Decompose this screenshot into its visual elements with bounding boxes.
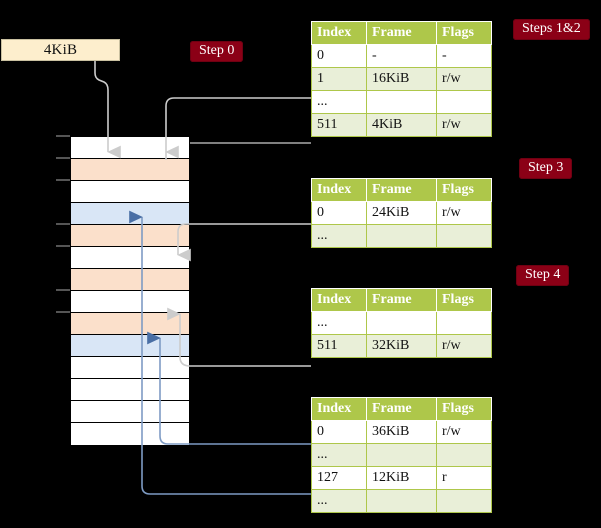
cell-flags: r (436, 466, 492, 490)
cell-flags: r/w (436, 334, 492, 358)
memory-frame-row (71, 423, 189, 445)
table-row: ... (311, 443, 492, 467)
table-row: ... (311, 90, 492, 114)
tick-mark (56, 311, 70, 313)
cell-index: 1 (311, 67, 367, 91)
column-header-flags: Flags (436, 288, 492, 312)
table-row: ... (311, 311, 492, 335)
cell-flags: r/w (436, 67, 492, 91)
column-header-flags: Flags (436, 178, 492, 202)
column-header-index: Index (311, 288, 367, 312)
cell-index: 0 (311, 44, 367, 68)
memory-frame-row (71, 401, 189, 423)
badge-steps-1-2: Steps 1&2 (513, 19, 590, 40)
cell-index: ... (311, 90, 367, 114)
cell-index: 511 (311, 334, 367, 358)
cell-frame: 24KiB (366, 201, 437, 225)
memory-frame-row (71, 269, 189, 291)
cell-index: 127 (311, 466, 367, 490)
wire-step4 (167, 307, 311, 367)
column-header-index: Index (311, 21, 367, 45)
cell-frame (366, 90, 437, 114)
cell-frame (366, 489, 437, 513)
cell-index: ... (311, 443, 367, 467)
cell-index: ... (311, 224, 367, 248)
cell-index: ... (311, 311, 367, 335)
memory-frame-row (71, 357, 189, 379)
cell-flags: - (436, 44, 492, 68)
cell-frame: 32KiB (366, 334, 437, 358)
tick-mark (56, 157, 70, 159)
tick-mark (56, 223, 70, 225)
cell-flags (436, 90, 492, 114)
table-row: 0-- (311, 44, 492, 68)
cell-flags (436, 443, 492, 467)
memory-frame-row (71, 291, 189, 313)
cell-frame (366, 224, 437, 248)
memory-frame-row (71, 379, 189, 401)
wire-step3 (177, 223, 311, 262)
cell-flags (436, 311, 492, 335)
memory-frame-row (71, 159, 189, 181)
cell-flags: r/w (436, 420, 492, 444)
cell-flags: r/w (436, 113, 492, 137)
memory-frame-row (71, 181, 189, 203)
cell-frame: 12KiB (366, 466, 437, 490)
cell-frame: - (366, 44, 437, 68)
memory-frame-row (71, 137, 189, 159)
column-header-index: Index (311, 178, 367, 202)
column-header-frame: Frame (366, 397, 437, 421)
column-header-flags: Flags (436, 397, 492, 421)
physical-memory-column (70, 136, 190, 445)
cell-frame (366, 311, 437, 335)
memory-frame-row (71, 335, 189, 357)
table-row: ... (311, 224, 492, 248)
column-header-index: Index (311, 397, 367, 421)
tick-mark (56, 135, 70, 137)
column-header-frame: Frame (366, 178, 437, 202)
column-header-flags: Flags (436, 21, 492, 45)
cell-index: ... (311, 489, 367, 513)
table-row: ... (311, 489, 492, 513)
memory-frame-row (71, 247, 189, 269)
cell-index: 511 (311, 113, 367, 137)
address-box: 4KiB (1, 39, 120, 61)
column-header-frame: Frame (366, 288, 437, 312)
cell-index: 0 (311, 201, 367, 225)
badge-step-4: Step 4 (516, 265, 570, 286)
cell-flags: r/w (436, 201, 492, 225)
cell-flags (436, 224, 492, 248)
memory-frame-row (71, 313, 189, 335)
tick-mark (56, 179, 70, 181)
cell-frame (366, 443, 437, 467)
memory-frame-row (71, 225, 189, 247)
tick-mark (56, 245, 70, 247)
memory-frame-row (71, 203, 189, 225)
cell-frame: 16KiB (366, 67, 437, 91)
badge-step-0: Step 0 (190, 41, 244, 62)
badge-step-3: Step 3 (519, 158, 573, 179)
cell-frame: 36KiB (366, 420, 437, 444)
cell-index: 0 (311, 420, 367, 444)
column-header-frame: Frame (366, 21, 437, 45)
tick-mark (56, 289, 70, 291)
cell-flags (436, 489, 492, 513)
cell-frame: 4KiB (366, 113, 437, 137)
